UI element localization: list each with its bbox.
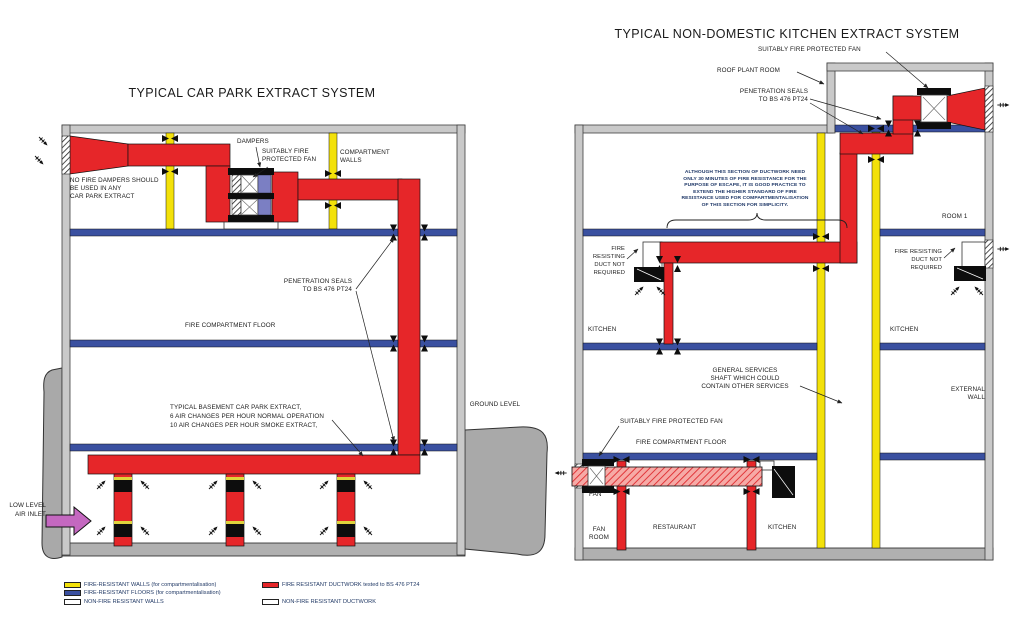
restaurant-extract-duct-hatched: [571, 466, 763, 487]
kitchen-lower-label: KITCHEN: [768, 524, 797, 531]
legend-label: NON-FIRE RESISTANT DUCTWORK: [282, 599, 376, 605]
roof-plant-room-label: ROOF PLANT ROOM: [717, 67, 780, 74]
kitchen-upper-left-label: KITCHEN: [588, 326, 617, 333]
external-wall-label: EXTERNAL WALL: [950, 386, 985, 401]
carpark-fire-compartment-floor-label: FIRE COMPARTMENT FLOOR: [185, 322, 276, 329]
carpark-fire-ductwork: [69, 135, 421, 547]
legend-swatch-nonfire-duct: [262, 599, 279, 605]
legend-item-fire-floors: FIRE-RESISTANT FLOORS (for compartmental…: [64, 590, 221, 596]
kitchen-nonfire-ducts: [642, 241, 986, 471]
carpark-ground: [41, 367, 548, 559]
fire-resisting-duct-right-label: FIRE RESISTING DUCT NOT REQUIRED: [894, 249, 942, 271]
fanroom-fan-leader-label: SUITABLY FIRE PROTECTED FAN: [620, 418, 723, 425]
carpark-fire-floors: [69, 228, 458, 452]
carpark-leader-lines: [252, 146, 395, 457]
carpark-fan-label: SUITABLY FIRE PROTECTED FAN: [262, 148, 317, 163]
legend-label: FIRE-RESISTANT WALLS (for compartmentali…: [84, 582, 217, 588]
legend-label: FIRE RESISTANT DUCTWORK tested to BS 476…: [282, 582, 420, 588]
general-services-shaft-label: GENERAL SERVICES SHAFT WHICH COULD CONTA…: [701, 367, 789, 390]
legend-swatch-fire-walls: [64, 582, 81, 588]
carpark-extract-grilles: [114, 477, 355, 537]
legend-label: FIRE-RESISTANT FLOORS (for compartmental…: [84, 590, 221, 596]
duct-fire-resistance-note: ALTHOUGH THIS SECTION OF DUCTWORK NEED O…: [681, 170, 809, 208]
legend-swatch-nonfire-walls: [64, 599, 81, 605]
compartment-walls-label: COMPARTMENT WALLS: [340, 149, 390, 164]
roof-fan-unit: [917, 88, 951, 129]
fan-room-label: FAN ROOM: [589, 526, 609, 541]
legend-swatch-fire-floors: [64, 590, 81, 596]
low-level-air-inlet-arrow-icon: [45, 505, 92, 537]
legend-item-nonfire-duct: NON-FIRE RESISTANT DUCTWORK: [262, 599, 376, 605]
roof-fan-label: SUITABLY FIRE PROTECTED FAN: [758, 46, 861, 53]
room1-label: ROOM 1: [942, 213, 968, 220]
ground-level-label: GROUND LEVEL: [469, 401, 521, 408]
carpark-fan-damper-assembly: [223, 168, 279, 230]
kitchen-fire-compartment-floor-label: FIRE COMPARTMENT FLOOR: [636, 439, 727, 446]
legend-item-fire-walls: FIRE-RESISTANT WALLS (for compartmentali…: [64, 582, 216, 588]
low-level-air-inlet-label: LOW LEVEL AIR INLET: [9, 502, 46, 518]
legend-item-fire-duct: FIRE RESISTANT DUCTWORK tested to BS 476…: [262, 582, 420, 588]
fanroom-fan-unit: [582, 459, 614, 493]
kitchen-penetration-seals-label: PENETRATION SEALS TO BS 476 PT24: [739, 88, 808, 103]
legend-item-nonfire-walls: NON-FIRE RESISTANT WALLS: [64, 599, 164, 605]
basement-extract-note: TYPICAL BASEMENT CAR PARK EXTRACT, 6 AIR…: [170, 404, 325, 429]
legend-label: NON-FIRE RESISTANT WALLS: [84, 599, 164, 605]
kitchen-upper-right-label: KITCHEN: [890, 326, 919, 333]
no-fire-dampers-note: NO FIRE DAMPERS SHOULD BE USED IN ANY CA…: [70, 177, 159, 200]
carpark-penetration-seals-label: PENETRATION SEALS TO BS 476 PT24: [283, 278, 352, 293]
kitchen-fire-ductwork: [616, 87, 986, 551]
fan-label: FAN: [589, 491, 602, 498]
intake-wall-penetration: [61, 135, 71, 175]
carpark-building-walls: [61, 124, 466, 557]
legend-swatch-fire-duct: [262, 582, 279, 588]
kitchen-building-walls: [574, 62, 994, 561]
kitchen-diagram-title: TYPICAL NON-DOMESTIC KITCHEN EXTRACT SYS…: [614, 27, 960, 41]
fire-resisting-duct-left-label: FIRE RESISTING DUCT NOT REQUIRED: [592, 246, 625, 276]
kitchen-wall-penetrations: [574, 85, 994, 489]
carpark-diagram-title: TYPICAL CAR PARK EXTRACT SYSTEM: [128, 86, 376, 100]
dampers-label: DAMPERS: [237, 138, 269, 145]
restaurant-label: RESTAURANT: [653, 524, 697, 531]
kitchen-leader-lines: [598, 51, 956, 457]
kitchen-canopy-hoods: [634, 266, 986, 498]
duct-section-brace: [666, 212, 848, 229]
